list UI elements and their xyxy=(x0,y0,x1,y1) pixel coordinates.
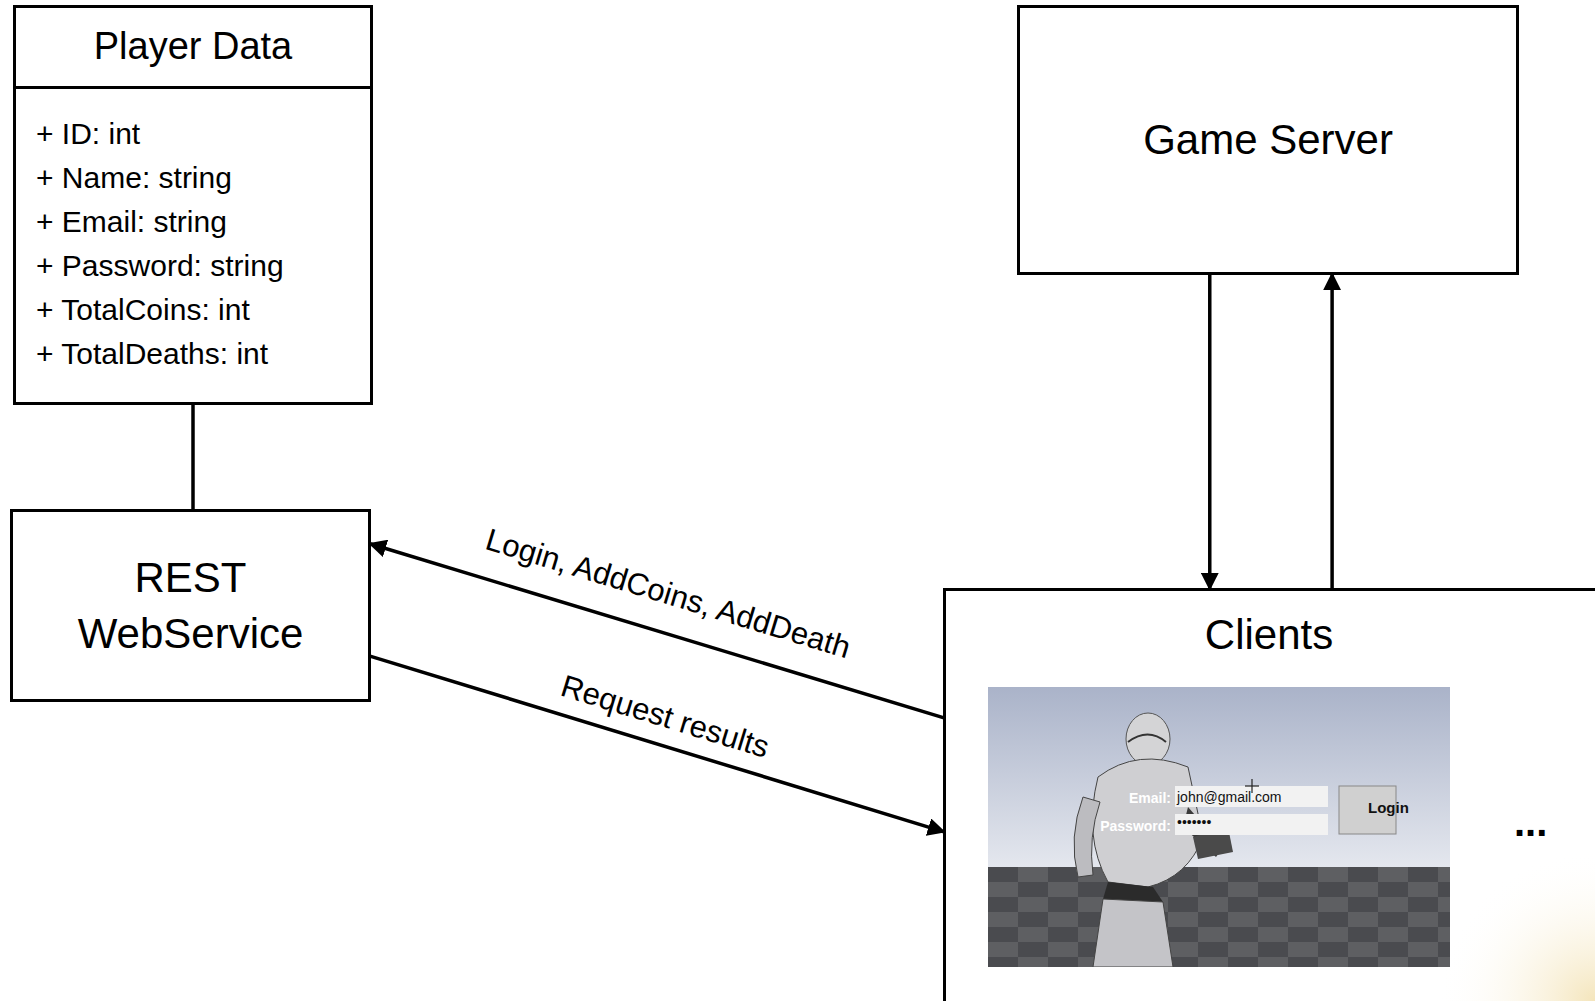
class-attribute: + TotalCoins: int xyxy=(16,288,370,332)
password-field xyxy=(1175,814,1328,835)
edge-label: Request results xyxy=(553,667,777,767)
field-label: Password: xyxy=(1100,817,1171,835)
connector-arrow xyxy=(191,404,195,510)
server-box: Game Server xyxy=(1017,5,1519,275)
class-title: Player Data xyxy=(16,8,370,89)
field-value: john@gmail.com xyxy=(1177,788,1281,806)
game-screenshot xyxy=(988,687,1450,967)
email-field xyxy=(1175,786,1328,807)
robot-figure xyxy=(1074,713,1233,967)
floor xyxy=(988,867,1450,967)
sky xyxy=(988,687,1450,867)
class-attribute: + Email: string xyxy=(16,200,370,244)
class-attribute: + ID: int xyxy=(16,112,370,156)
connector-arrow xyxy=(1208,274,1212,589)
connector-arrow xyxy=(1330,274,1334,589)
ellipsis: ... xyxy=(1514,800,1547,844)
class-attribute: + TotalDeaths: int xyxy=(16,332,370,376)
connector-arrow xyxy=(370,656,944,832)
class-attribute: + Password: string xyxy=(16,244,370,288)
field-label: Email: xyxy=(1129,789,1171,807)
field-value: ••••••• xyxy=(1177,813,1211,831)
connector-arrow xyxy=(370,544,944,718)
class-box: Player Data + ID: int+ Name: string+ Emai… xyxy=(13,5,373,405)
service-box: REST WebService xyxy=(10,509,371,702)
box-title: REST WebService xyxy=(13,550,368,662)
floor-shade xyxy=(988,867,1450,967)
class-attribute: + Name: string xyxy=(16,156,370,200)
box-title: Clients xyxy=(946,591,1595,661)
box-title: Game Server xyxy=(1123,112,1413,168)
button-label: Login xyxy=(1368,798,1409,817)
